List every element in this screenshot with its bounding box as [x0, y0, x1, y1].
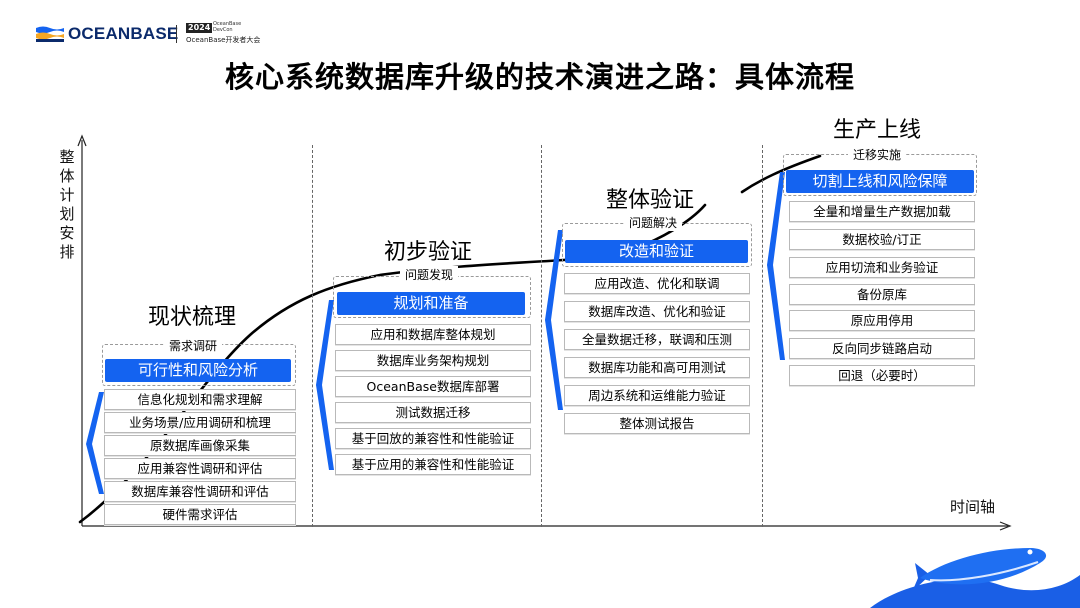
task-item: 备份原库 — [789, 284, 975, 305]
event-name: OceanBase开发者大会 — [186, 36, 261, 44]
task-item: 应用兼容性调研和评估 — [104, 458, 296, 479]
stage3-chevron-icon — [545, 230, 563, 410]
fish-eye-icon — [1027, 549, 1033, 555]
y-axis-arrow-icon — [77, 134, 87, 147]
stage-title: 现状梳理 — [148, 305, 237, 330]
task-item: 业务场景/应用调研和梳理 — [104, 412, 296, 433]
fish-belly-stripe — [929, 561, 1039, 582]
stage-divider — [312, 145, 313, 527]
task-item: 应用和数据库整体规划 — [335, 324, 531, 345]
brand-name: OCEANBASE — [68, 24, 179, 43]
task-item: 应用切流和业务验证 — [789, 257, 975, 278]
task-item: 反向同步链路启动 — [789, 338, 975, 359]
stage-divider — [762, 145, 763, 527]
stage-sub-label: 迁移实施 — [848, 146, 907, 163]
stage-title: 初步验证 — [384, 240, 473, 265]
x-axis-arrow-icon — [999, 521, 1012, 531]
stage-bar: 改造和验证 — [565, 240, 748, 263]
task-item: 数据校验/订正 — [789, 229, 975, 250]
task-item: 整体测试报告 — [564, 413, 750, 434]
task-item: 周边系统和运维能力验证 — [564, 385, 750, 406]
stage-bar: 规划和准备 — [337, 292, 525, 315]
stage-sub-label: 需求调研 — [164, 337, 223, 354]
task-item: 回退（必要时） — [789, 365, 975, 386]
task-item: 基于应用的兼容性和性能验证 — [335, 454, 531, 475]
task-item: 数据库改造、优化和验证 — [564, 301, 750, 322]
task-item: 原数据库画像采集 — [104, 435, 296, 456]
task-item: 原应用停用 — [789, 310, 975, 331]
stage-divider — [541, 145, 542, 527]
task-item: 硬件需求评估 — [104, 504, 296, 525]
task-item: OceanBase数据库部署 — [335, 376, 531, 397]
stage-sub-label: 问题解决 — [624, 214, 683, 231]
wave-decoration — [870, 575, 1080, 608]
task-item: 应用改造、优化和联调 — [564, 273, 750, 294]
stage-title: 整体验证 — [606, 188, 695, 213]
stage-bar: 切割上线和风险保障 — [786, 170, 974, 193]
task-item: 基于回放的兼容性和性能验证 — [335, 428, 531, 449]
fish-body-icon — [920, 548, 1047, 585]
stage2-chevron-icon — [316, 300, 334, 470]
task-item: 数据库业务架构规划 — [335, 350, 531, 371]
year-badge: 2024 — [186, 23, 213, 33]
event-mini-label: OceanBase DevCon — [213, 21, 242, 33]
stage-title: 生产上线 — [833, 118, 922, 143]
task-item: 全量和增量生产数据加载 — [789, 201, 975, 222]
oceanbase-logo-icon — [36, 26, 64, 42]
task-item: 全量数据迁移，联调和压测 — [564, 329, 750, 350]
stage-sub-label: 问题发现 — [400, 266, 459, 283]
task-item: 数据库功能和高可用测试 — [564, 357, 750, 378]
task-item: 数据库兼容性调研和评估 — [104, 481, 296, 502]
stage-bar: 可行性和风险分析 — [105, 359, 291, 382]
page-title: 核心系统数据库升级的技术演进之路：具体流程 — [224, 60, 855, 94]
header-divider — [176, 25, 177, 43]
stage1-chevron-icon — [86, 392, 104, 494]
x-axis-label: 时间轴 — [950, 498, 996, 516]
y-axis-label: 整体计划安排 — [59, 148, 75, 261]
stage4-chevron-icon — [767, 172, 785, 360]
task-item: 信息化规划和需求理解 — [104, 389, 296, 410]
task-item: 测试数据迁移 — [335, 402, 531, 423]
